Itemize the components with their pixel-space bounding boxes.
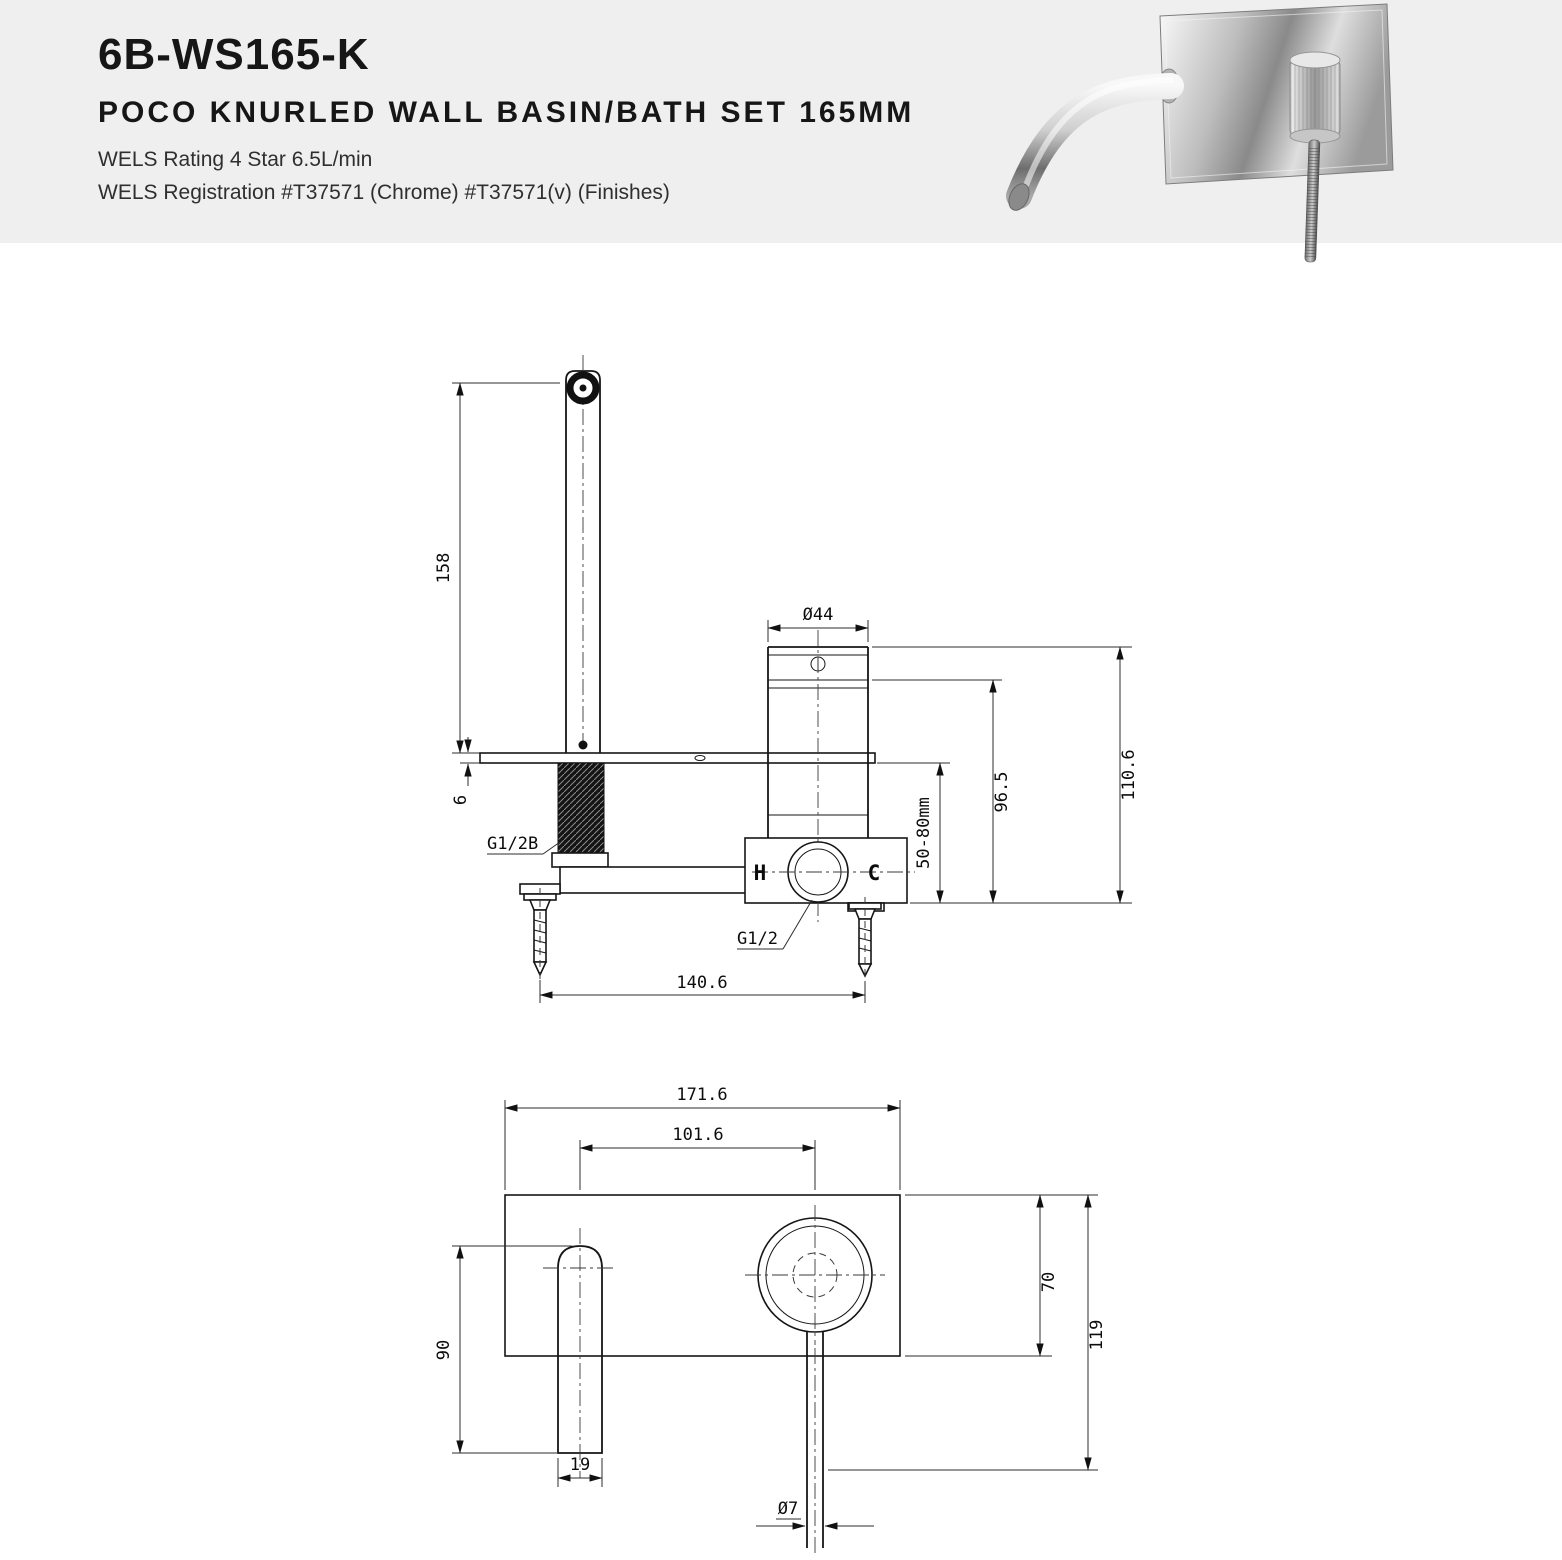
dim-label-7: Ø7 [778,1499,798,1519]
front-view-drawing: 171.6 101.6 90 [434,1085,1107,1556]
dim-spout-height: 158 [434,382,560,754]
dim-label-119: 119 [1087,1320,1107,1351]
fixing-screw-left [523,888,557,980]
dim-plate-width: 171.6 [504,1085,901,1190]
photo-spout [1006,68,1184,211]
photo-lever-rod [1304,139,1321,263]
dim-plate-thickness: 6 [451,737,480,805]
dim-label-101-6: 101.6 [672,1125,723,1145]
label-cartridge-thread: G1/2 [737,899,813,950]
dim-lever-diameter: Ø7 [756,1499,874,1530]
side-view-drawing: 158 6 G1/2B [434,355,1139,1003]
dim-hole-centres: 101.6 [579,1125,816,1190]
dim-label-50-80: 50-80mm [914,797,934,869]
dim-handle-diameter: Ø44 [767,605,869,642]
dim-spout-width: 19 [557,1455,603,1487]
photo-handle [1289,51,1341,263]
fixing-screw-right [848,897,882,982]
dim-spout-drop: 90 [434,1245,572,1454]
hot-marking: H [754,861,767,885]
dim-label-110-6: 110.6 [1119,749,1139,800]
product-photo [1006,3,1394,263]
dim-label-90: 90 [434,1340,454,1360]
dim-overall-height-front: 119 [828,1194,1107,1471]
dim-label-140-6: 140.6 [676,973,727,993]
dim-wall-range: 50-80mm [877,762,950,904]
dim-overall-height: 110.6 [872,646,1139,904]
dim-label-g12: G1/2 [737,929,778,949]
dim-label-171-6: 171.6 [676,1085,727,1105]
dim-label-158: 158 [434,553,454,584]
dim-label-g12b: G1/2B [487,834,538,854]
dim-label-19: 19 [570,1455,590,1475]
dim-fixing-centres: 140.6 [539,973,866,1003]
product-code: 6B-WS165-K [98,30,370,79]
wels-registration: WELS Registration #T37571 (Chrome) #T375… [98,181,670,204]
header-band: 6B-WS165-K POCO KNURLED WALL BASIN/BATH … [0,0,1562,263]
cold-marking: C [868,861,881,885]
dim-label-70: 70 [1039,1272,1059,1292]
dim-label-44: Ø44 [803,605,834,625]
product-title: POCO KNURLED WALL BASIN/BATH SET 165MM [98,96,915,129]
label-inlet-thread: G1/2B [487,834,561,855]
dim-label-6: 6 [451,795,471,805]
dim-plate-height: 70 [905,1194,1098,1357]
wels-rating: WELS Rating 4 Star 6.5L/min [98,148,373,171]
dim-body-height: 96.5 [872,679,1012,904]
dim-label-96-5: 96.5 [992,772,1012,813]
